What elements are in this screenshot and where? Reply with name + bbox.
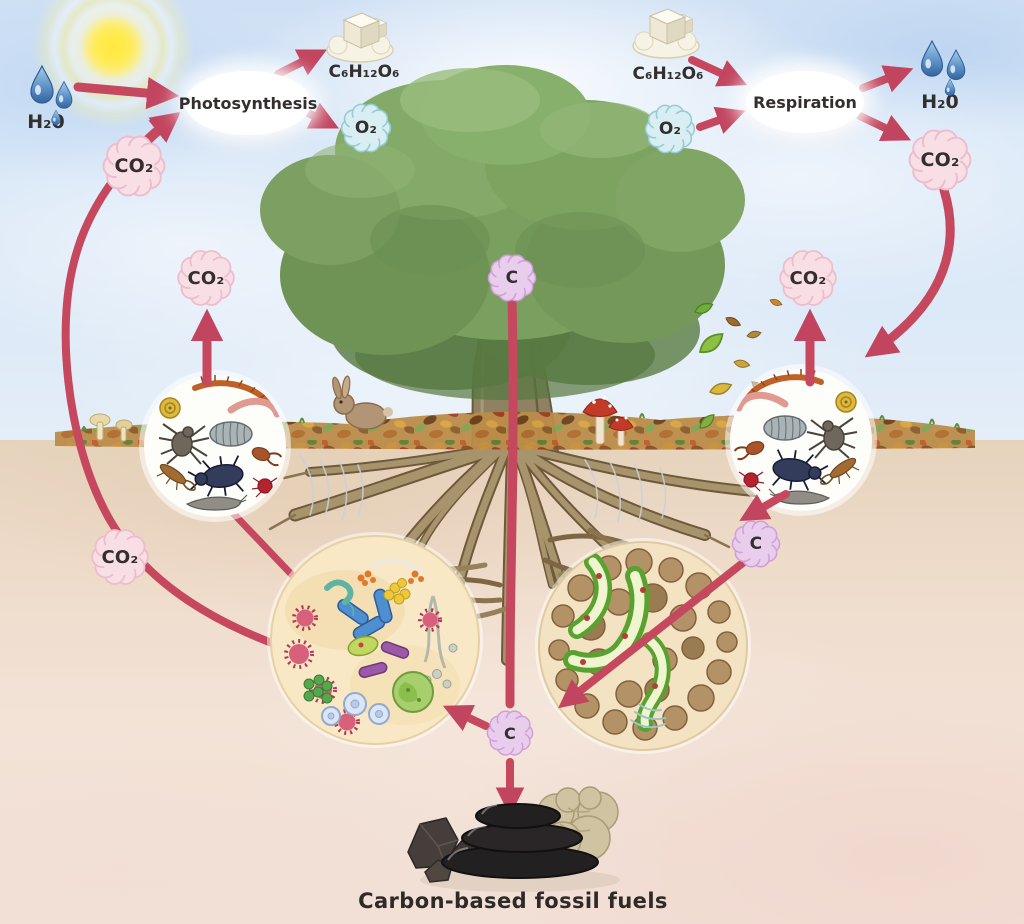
protozoa-cells (321, 692, 390, 726)
co2-cloud-left-mid: CO₂ (174, 246, 238, 310)
carbon-label: C (505, 268, 519, 288)
o2-cloud-right: O₂ (642, 101, 698, 157)
co2-cloud-left-lower: CO₂ (88, 525, 152, 589)
co2-label: CO₂ (114, 155, 154, 177)
co2-label: CO₂ (920, 149, 960, 171)
co2-cloud-right-mid: CO₂ (776, 246, 840, 310)
o2-cloud-left: O₂ (338, 100, 394, 156)
o2-label: O₂ (354, 118, 378, 138)
rabbit-icon (332, 375, 393, 430)
soil-microbes-circle (267, 532, 483, 748)
arrow-photosynthesis-to-o2 (302, 102, 340, 129)
fossil-fuels-caption: Carbon-based fossil fuels (358, 889, 668, 913)
arrow-carbon-to-microbes (442, 704, 490, 732)
fossil-fuels-icon (407, 786, 620, 892)
respiration-label: Respiration (753, 92, 857, 112)
oil-icon (441, 803, 599, 879)
co2-cloud-topleft: CO₂ (99, 131, 169, 201)
carbon-label: C (504, 723, 516, 743)
carbon-cloud-bottom: C (484, 707, 536, 759)
carbon-label: C (749, 534, 763, 554)
water-label-right: H₂0 (921, 91, 959, 113)
arrow-carbon-through-root-fungi (558, 558, 748, 709)
water-label-left: H₂0 (27, 111, 65, 133)
o2-label: O₂ (658, 119, 682, 139)
tree-canopy (260, 65, 745, 400)
co2-label: CO₂ (789, 267, 827, 289)
root-cells (563, 553, 671, 732)
co2-cloud-topright: CO₂ (905, 125, 975, 195)
soil-invertebrates-circle-right (725, 364, 877, 516)
arrow-respiration-to-co2 (856, 112, 912, 141)
respiration-node: Respiration (746, 71, 864, 133)
arrow-photosynthesis-to-glucose (274, 49, 328, 78)
arrow-glucose-to-respiration (688, 56, 748, 87)
glucose-label-right: C₆H₁₂O₆ (632, 64, 704, 84)
co2-label: CO₂ (101, 546, 139, 568)
photosynthesis-label: Photosynthesis (178, 93, 318, 113)
carbon-cloud-canopy: C (485, 251, 539, 305)
photosynthesis-node: Photosynthesis (179, 71, 317, 135)
glucose-label-left: C₆H₁₂O₆ (328, 62, 400, 82)
arrow-soil-to-photosynthesis (61, 113, 314, 660)
carbon-cloud-right: C (729, 517, 783, 571)
arrow-soil-fauna-right-to-carbon (739, 490, 790, 522)
virus-cells (284, 605, 442, 735)
tree-icon (260, 65, 788, 678)
arrow-tree-carbon-down (505, 295, 518, 709)
arrow-respiration-to-h2o (859, 65, 914, 93)
arrow-co2-to-soil-fauna-right (864, 185, 955, 358)
arrow-o2-to-respiration (696, 106, 746, 134)
arrow-h2o-to-photosynthesis (73, 76, 180, 110)
co2-label: CO₂ (187, 267, 225, 289)
soil-invertebrates-circle-left (139, 370, 291, 522)
mycorrhizal-fuzz (299, 454, 667, 523)
